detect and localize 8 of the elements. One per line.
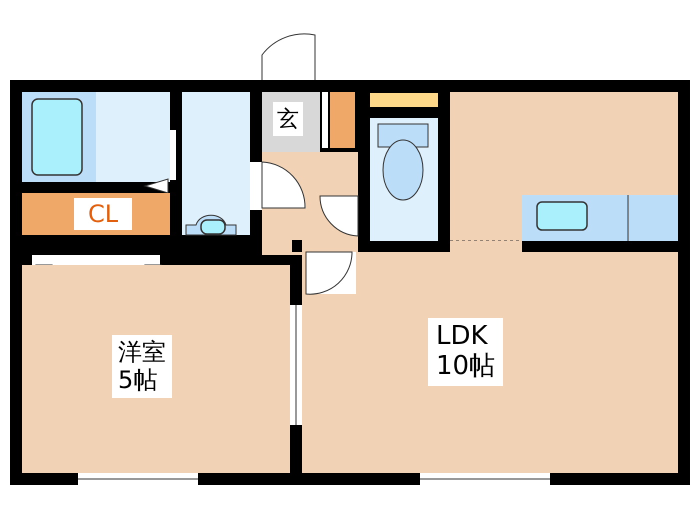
room-label: CL [74,198,132,230]
room-size: 5帖 [118,366,158,394]
room-name: LDK [436,322,489,352]
room-label: 玄 [273,102,303,136]
room-name: 洋室 [118,339,166,367]
room-size: 10帖 [436,352,496,382]
label-card [428,318,504,386]
label-card [112,335,172,398]
